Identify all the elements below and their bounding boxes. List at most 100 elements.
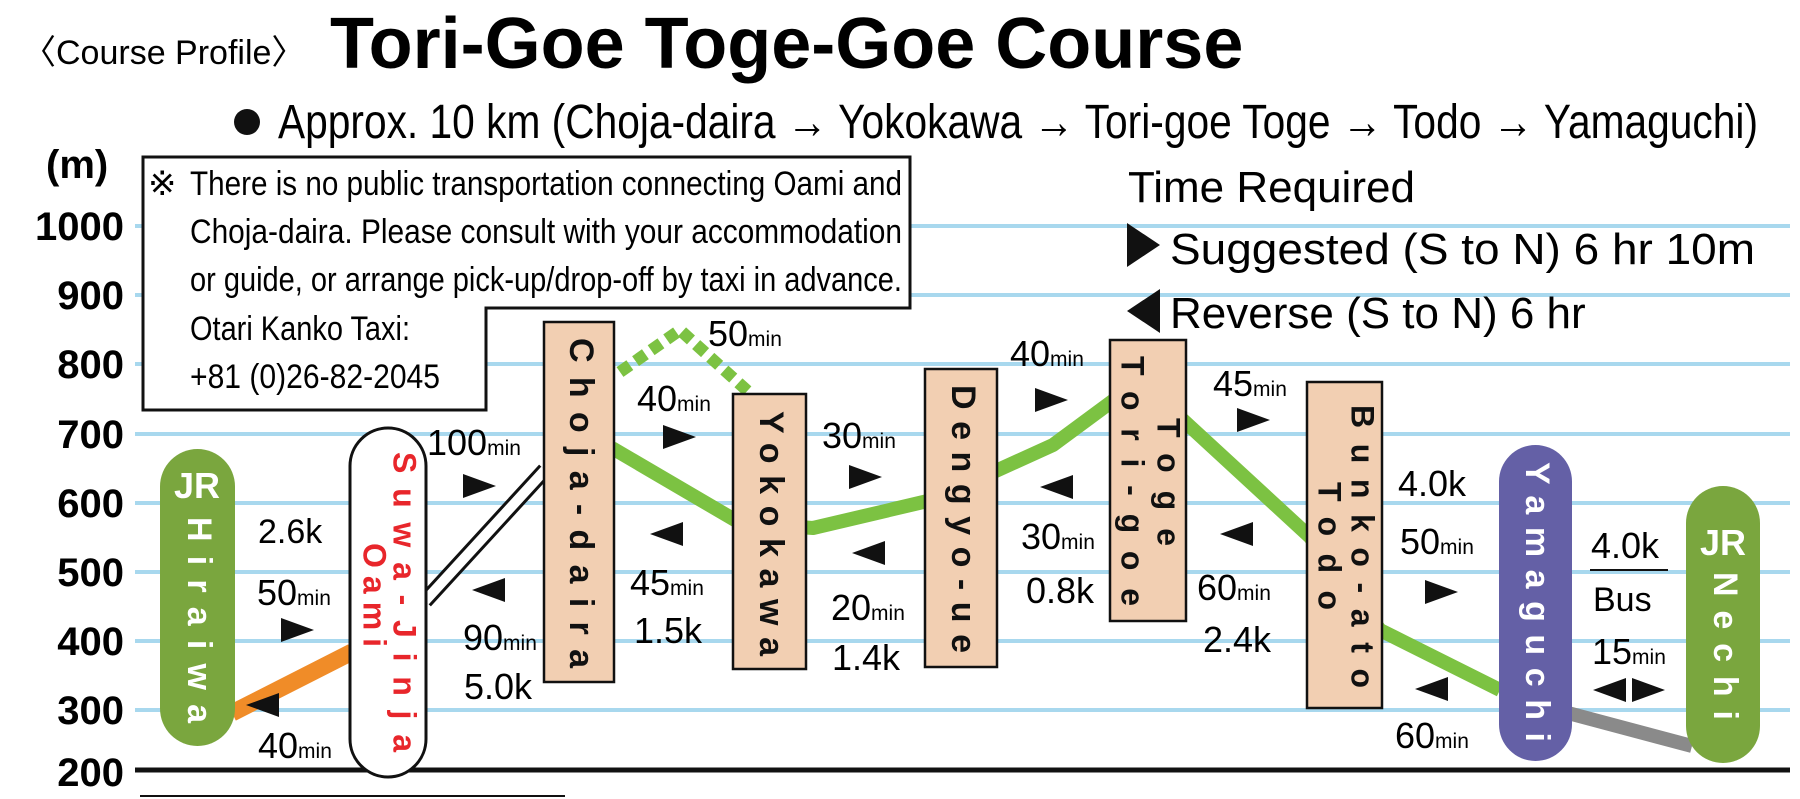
s3-forward-time: 40min: [637, 378, 711, 419]
s4-reverse-value: 20: [831, 587, 871, 628]
s5-reverse-time: 30min: [1021, 516, 1095, 557]
s5-forward-time: 40min: [1010, 333, 1084, 374]
s3-alt-unit: min: [748, 328, 782, 351]
y-tick-400: 400: [57, 620, 124, 664]
s7-reverse-value: 60: [1395, 715, 1435, 756]
station-todo-bunko-ato: Todo Bunko-ato: [1305, 380, 1384, 710]
nechi-jr: JR: [1700, 522, 1746, 563]
s6-distance: 2.4k: [1203, 619, 1272, 660]
s1-reverse-arrow-icon: [246, 693, 279, 717]
station-yokokawa: Yokokawa: [731, 392, 808, 671]
s3-reverse-value: 45: [630, 562, 670, 603]
trail-alternate: [616, 324, 757, 400]
station-choja-daira: Choja-daira: [542, 320, 616, 684]
taxi-phone: +81 (0)26-82-2045: [190, 358, 440, 396]
s6-forward-value: 45: [1213, 363, 1253, 404]
suggested-time: Suggested (S to N) 6 hr 10m: [1170, 225, 1755, 274]
s1-forward-value: 50: [257, 572, 297, 613]
y-tick-800: 800: [57, 343, 124, 387]
s2-reverse-time: 90min: [463, 617, 537, 658]
s4-reverse-time: 20min: [831, 587, 905, 628]
s6-reverse-unit: min: [1237, 582, 1271, 605]
s6-reverse-value: 60: [1197, 567, 1237, 608]
s3-reverse-arrow-icon: [650, 522, 683, 546]
s5-reverse-unit: min: [1061, 531, 1095, 554]
s5-forward-arrow-icon: [1035, 388, 1068, 412]
s8-reverse-arrow-icon: [1593, 678, 1626, 702]
forward-arrow-icon: [1127, 223, 1160, 267]
notice-mark-icon: ※: [148, 165, 177, 203]
y-tick-200: 200: [57, 751, 124, 795]
y-tick-700: 700: [57, 413, 124, 457]
station-oami-suwa: Oami Suwa-Jinja: [348, 426, 428, 779]
s2-forward-arrow-icon: [463, 474, 496, 498]
s2-reverse-unit: min: [503, 632, 537, 655]
taxi-name: Otari Kanko Taxi:: [190, 310, 410, 348]
s3-forward-arrow-icon: [663, 425, 696, 449]
s3-forward-unit: min: [677, 393, 711, 416]
s4-forward-arrow-icon: [849, 465, 882, 489]
y-axis-ticks: 1000 900 800 700 600 500 400 300 200: [35, 205, 124, 795]
time-required: Time Required Suggested (S to N) 6 hr 10…: [1127, 163, 1755, 338]
s3-forward-value: 40: [637, 378, 677, 419]
s2-reverse-arrow-icon: [472, 578, 505, 602]
s6-forward-time: 45min: [1213, 363, 1287, 404]
s8-time-unit: min: [1632, 646, 1666, 669]
s3-reverse-time: 45min: [630, 562, 704, 603]
s8-time-value: 15: [1592, 631, 1632, 672]
y-tick-1000: 1000: [35, 205, 124, 249]
s1-reverse-time: 40min: [258, 725, 332, 766]
s1-distance: 2.6k: [258, 513, 323, 551]
s2-distance: 5.0k: [464, 666, 533, 707]
s7-forward-arrow-icon: [1425, 580, 1458, 604]
s4-forward-time: 30min: [822, 415, 896, 456]
s6-forward-arrow-icon: [1237, 408, 1270, 432]
s2-forward-value: 100: [427, 422, 487, 463]
transport-notice: ※ There is no public transportation conn…: [141, 155, 912, 412]
s2-reverse-value: 90: [463, 617, 503, 658]
notice-line-2: Choja-daira. Please consult with your ac…: [190, 213, 902, 251]
s3-reverse-unit: min: [670, 577, 704, 600]
s8-time: 15min: [1592, 631, 1666, 672]
s3-alt-value: 50: [708, 313, 748, 354]
course-profile-label: 〈Course Profile〉: [22, 34, 305, 72]
s1-forward-arrow-icon: [281, 618, 314, 642]
s1-forward-time: 50min: [257, 572, 331, 613]
s6-reverse-arrow-icon: [1220, 522, 1253, 546]
page-title: Tori-Goe Toge-Goe Course: [330, 4, 1243, 84]
s1-forward-unit: min: [297, 587, 331, 610]
s4-forward-unit: min: [862, 430, 896, 453]
s6-forward-unit: min: [1253, 378, 1287, 401]
axis-unit: (m): [46, 143, 108, 187]
station-hiraiwa: JR Hiraiwa: [160, 449, 235, 746]
s6-reverse-time: 60min: [1197, 567, 1271, 608]
s7-forward-value: 50: [1400, 521, 1440, 562]
s8-distance: 4.0k: [1591, 525, 1660, 566]
oami-name: Oami: [357, 543, 393, 655]
s1-reverse-unit: min: [298, 740, 332, 763]
s4-reverse-unit: min: [871, 602, 905, 625]
s5-forward-value: 40: [1010, 333, 1050, 374]
bullet-icon: [234, 109, 260, 135]
station-yamaguchi: Yamaguchi: [1499, 445, 1572, 761]
road-suwa-choja-inner: [421, 466, 549, 605]
station-dengyo-ue: Dengyo-ue: [923, 367, 999, 669]
dengyo-name: Dengyo-ue: [944, 385, 982, 653]
s2-forward-unit: min: [487, 437, 521, 460]
y-tick-900: 900: [57, 274, 124, 318]
s4-reverse-arrow-icon: [852, 541, 885, 565]
s8-forward-arrow-icon: [1632, 678, 1665, 702]
bus-yamaguchi-nechi: [1566, 706, 1694, 753]
s4-distance: 1.4k: [832, 637, 901, 678]
s7-reverse-time: 60min: [1395, 715, 1469, 756]
s7-forward-time: 50min: [1400, 521, 1474, 562]
s7-distance: 4.0k: [1398, 463, 1467, 504]
station-nechi: JR Nechi: [1686, 486, 1760, 763]
station-tori-goe-toge: Tori-goe Toge: [1108, 338, 1188, 623]
s5-forward-unit: min: [1050, 348, 1084, 371]
s7-reverse-unit: min: [1435, 730, 1469, 753]
notice-line-1: There is no public transportation connec…: [190, 165, 902, 203]
reverse-time: Reverse (S to N) 6 hr: [1170, 289, 1586, 338]
s7-reverse-arrow-icon: [1415, 677, 1448, 701]
